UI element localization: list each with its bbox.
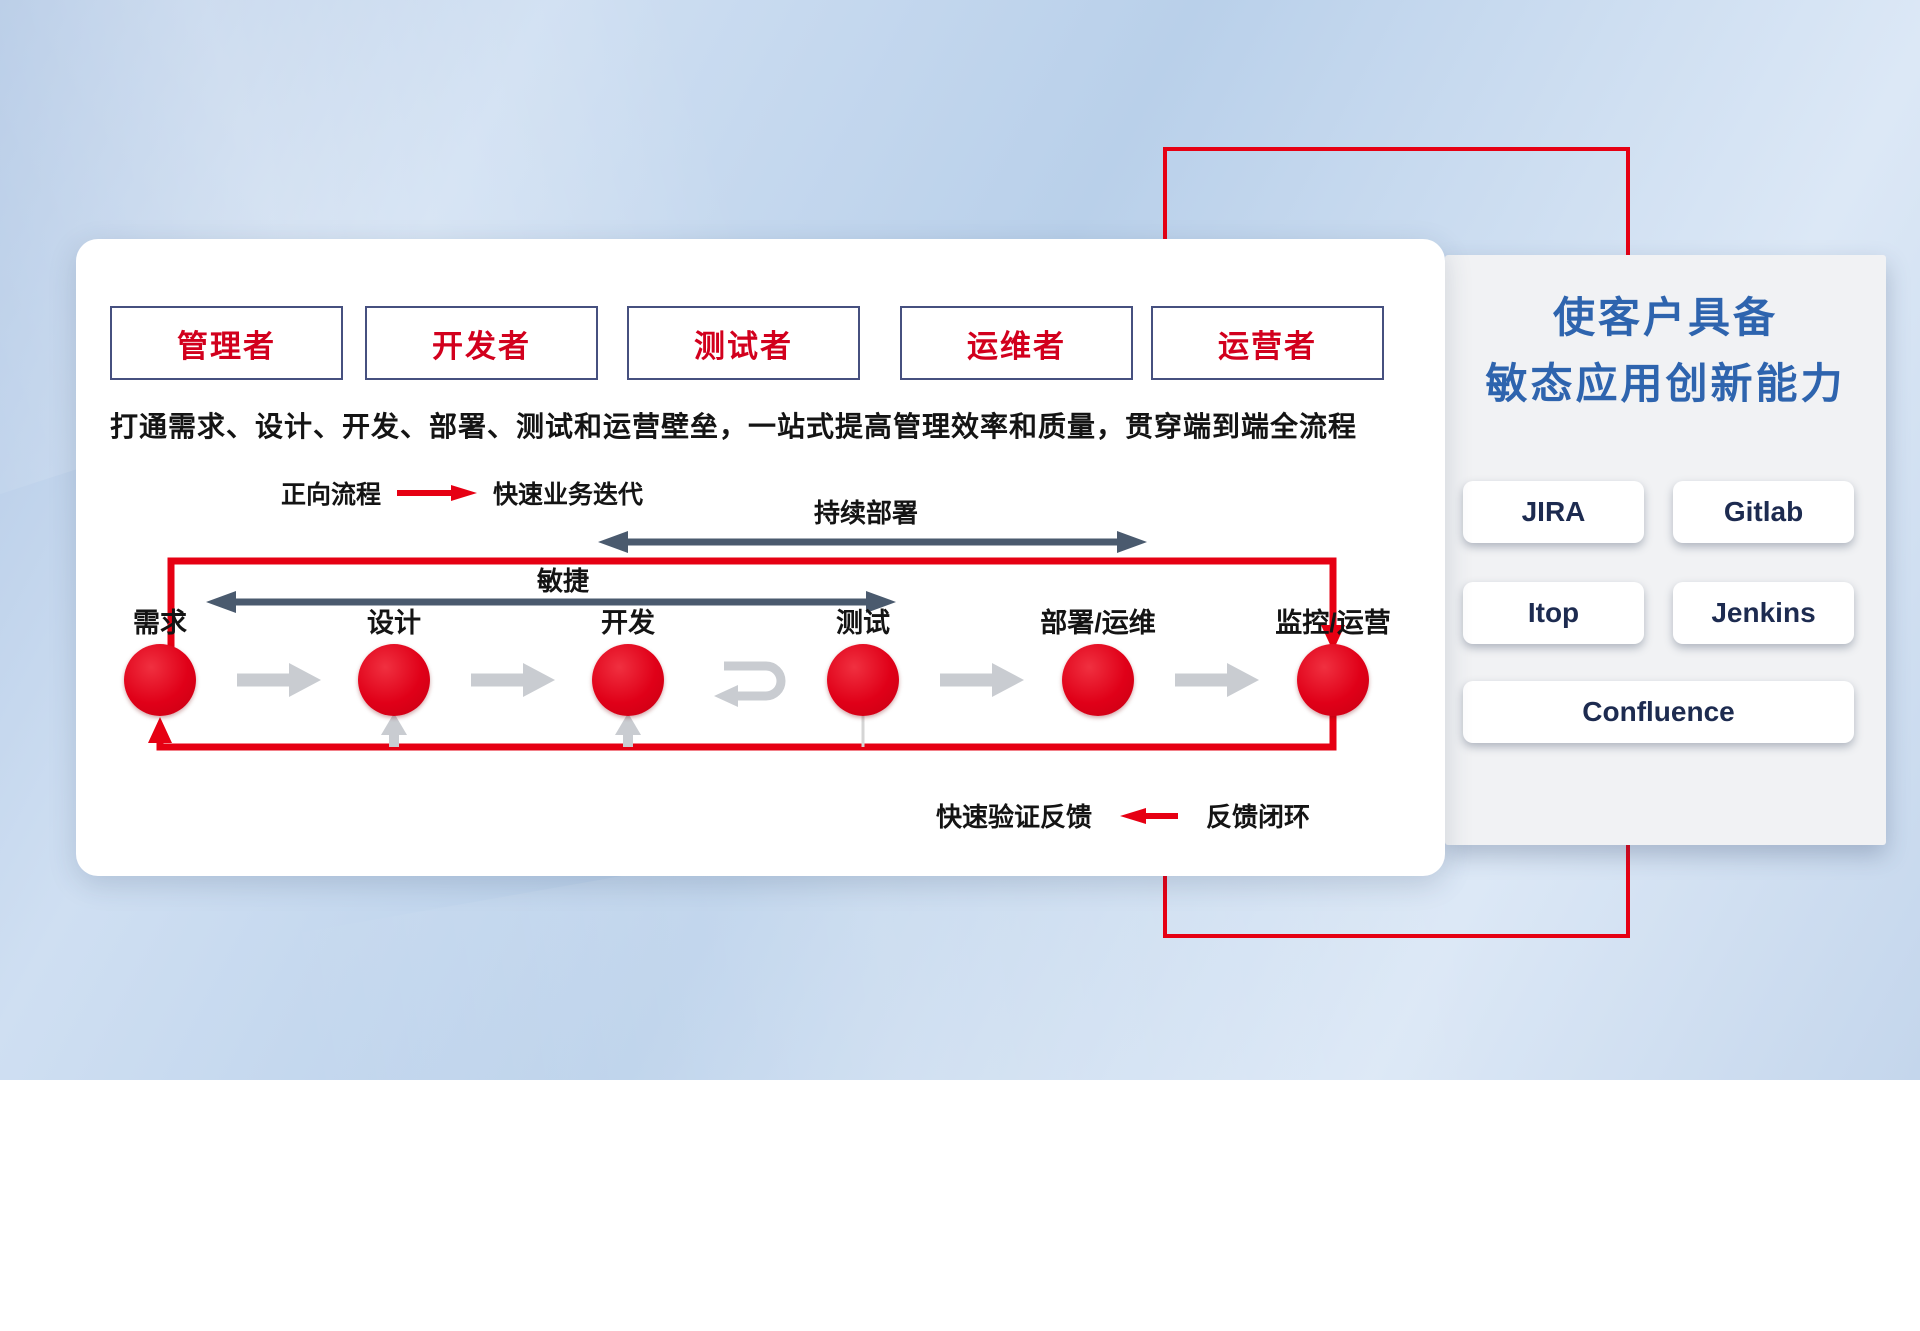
- step-arrow-1: [237, 663, 321, 697]
- tool-button-gitlab: Gitlab: [1673, 481, 1854, 543]
- step-circle-deploy-ops: [1062, 644, 1134, 716]
- role-box-developer: 开发者: [365, 306, 598, 380]
- feedback-arrow-icon: [1120, 807, 1179, 824]
- dev-test-loop-arrow-icon: [714, 661, 786, 707]
- feedback-up-arrow-dev: [615, 713, 641, 747]
- role-box-operator: 运营者: [1151, 306, 1384, 380]
- step-label-test: 测试: [836, 608, 890, 638]
- forward-flow-label: 正向流程: [281, 481, 382, 509]
- step-label-monitor-op: 监控/运营: [1275, 608, 1391, 638]
- role-box-tester: 测试者: [627, 306, 860, 380]
- feedback-up-arrow-design: [381, 713, 407, 747]
- continuous-deployment-label: 持续部署: [813, 498, 918, 528]
- forward-flow-desc: 快速业务迭代: [493, 481, 644, 509]
- role-label: 运营者: [1218, 328, 1317, 364]
- step-circle-requirement: [124, 644, 196, 716]
- feedback-legend: 快速验证反馈 反馈闭环: [936, 797, 1310, 834]
- panel-title-line1: 使客户具备: [1552, 294, 1778, 341]
- capability-panel: 使客户具备 敏态应用创新能力 JIRA Gitlab Itop Jenkins …: [1445, 255, 1886, 845]
- step-circle-develop: [592, 644, 664, 716]
- tool-button-jenkins: Jenkins: [1673, 582, 1854, 644]
- tool-button-confluence: Confluence: [1463, 681, 1854, 743]
- feedback-desc: 快速验证反馈: [936, 802, 1093, 832]
- continuous-deployment-arrow: [598, 531, 1147, 553]
- forward-arrow-icon: [397, 485, 478, 501]
- role-box-ops: 运维者: [900, 306, 1133, 380]
- tool-button-itop: Itop: [1463, 582, 1644, 644]
- red-feedback-loop: [148, 709, 1337, 751]
- step-circle-test: [827, 644, 899, 716]
- step-arrow-4: [940, 663, 1024, 697]
- tool-button-jira: JIRA: [1463, 481, 1644, 543]
- role-label: 运维者: [967, 328, 1066, 364]
- step-label-develop: 开发: [601, 608, 655, 638]
- role-label: 开发者: [432, 328, 531, 364]
- role-label: 管理者: [177, 328, 276, 364]
- step-arrow-5: [1175, 663, 1259, 697]
- step-label-design: 设计: [367, 608, 421, 638]
- step-label-requirement: 需求: [133, 608, 187, 638]
- forward-flow-legend: 正向流程 快速业务迭代: [281, 475, 643, 511]
- step-label-deploy-ops: 部署/运维: [1040, 608, 1156, 638]
- step-circle-design: [358, 644, 430, 716]
- panel-title-line2: 敏态应用创新能力: [1485, 360, 1846, 408]
- role-box-manager: 管理者: [110, 306, 343, 380]
- card-description: 打通需求、设计、开发、部署、测试和运营壁垒，一站式提高管理效率和质量，贯穿端到端…: [110, 411, 1358, 442]
- role-label: 测试者: [694, 328, 793, 364]
- agile-label: 敏捷: [536, 566, 589, 596]
- devops-flow-card: 管理者 开发者 测试者 运维者 运营者 打通需求、设计、开发、部署、测试和运营壁…: [76, 239, 1445, 876]
- step-arrow-2: [471, 663, 555, 697]
- step-circle-monitor-op: [1297, 644, 1369, 716]
- feedback-label: 反馈闭环: [1206, 802, 1311, 832]
